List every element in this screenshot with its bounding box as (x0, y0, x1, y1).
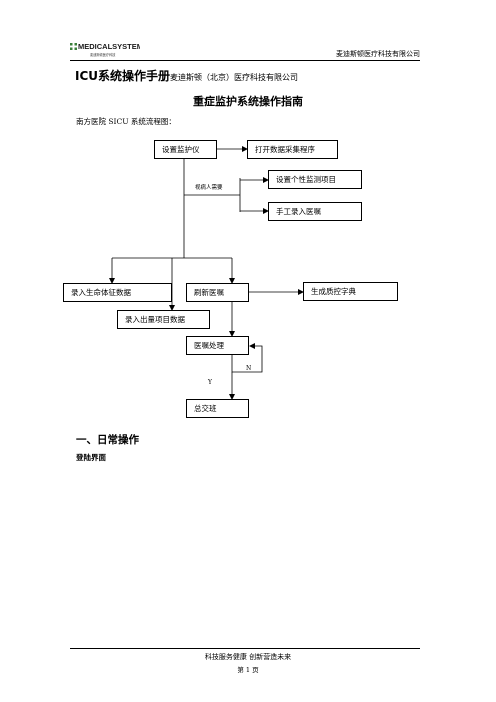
company-logo: MEDICALSYSTEM 麦迪斯顿医疗科技 (68, 40, 143, 60)
header-company: 麦迪斯顿医疗科技有限公司 (336, 50, 420, 58)
flow-vital-signs-label: 录入生命体征数据 (71, 287, 131, 297)
flow-order-processing: 医嘱处理 (186, 336, 249, 355)
flow-vital-signs: 录入生命体征数据 (63, 283, 172, 302)
document-subtitle: 重症监护系统操作指南 (193, 95, 303, 108)
flow-as-needed: 视病人需要 (195, 185, 223, 191)
flow-handover-label: 总交班 (194, 403, 217, 413)
section-login-screen: 登陆界面 (76, 453, 106, 462)
flow-open-collector-label: 打开数据采集程序 (255, 144, 315, 154)
flow-io-data-label: 录入出量项目数据 (125, 314, 185, 324)
logo-tagline: 麦迪斯顿医疗科技 (90, 52, 116, 57)
flow-setup-monitor-label: 设置监护仪 (162, 144, 200, 154)
flow-setup-monitor: 设置监护仪 (154, 140, 217, 159)
flow-handover: 总交班 (186, 399, 249, 418)
title-company: 麦迪斯顿（北京）医疗科技有限公司 (170, 73, 299, 82)
page-number: 第 1 页 (237, 666, 259, 674)
flow-order-processing-label: 医嘱处理 (194, 340, 224, 350)
flow-quality-dict-label: 生成质控字典 (311, 286, 356, 296)
footer-rule (70, 648, 420, 649)
title-text: ICU系统操作手册 (75, 69, 171, 83)
flow-personal-items: 设置个性监测项目 (268, 170, 362, 189)
flow-open-collector: 打开数据采集程序 (247, 140, 338, 159)
flow-y-label: Y (208, 379, 212, 386)
flow-refresh-orders-label: 刷新医嘱 (194, 287, 224, 297)
header-rule (70, 60, 420, 61)
document-title: ICU系统操作手册麦迪斯顿（北京）医疗科技有限公司 (75, 67, 298, 84)
flow-quality-dict: 生成质控字典 (303, 282, 398, 301)
logo-graphic: MEDICALSYSTEM 麦迪斯顿医疗科技 (68, 40, 143, 57)
flow-io-data: 录入出量项目数据 (117, 310, 210, 329)
flow-manual-orders: 手工录入医嘱 (268, 202, 362, 221)
flow-refresh-orders: 刷新医嘱 (186, 283, 249, 302)
flowchart-intro: 南方医院 SICU 系统流程图： (76, 117, 176, 126)
flow-n-label: N (246, 365, 252, 372)
flow-personal-items-label: 设置个性监测项目 (276, 174, 336, 184)
section-daily-ops: 一、日常操作 (76, 434, 139, 446)
logo-text: MEDICALSYSTEM (78, 42, 140, 51)
footer-slogan: 科技服务健康 创新营造未来 (204, 653, 292, 661)
flow-manual-orders-label: 手工录入医嘱 (276, 206, 321, 216)
